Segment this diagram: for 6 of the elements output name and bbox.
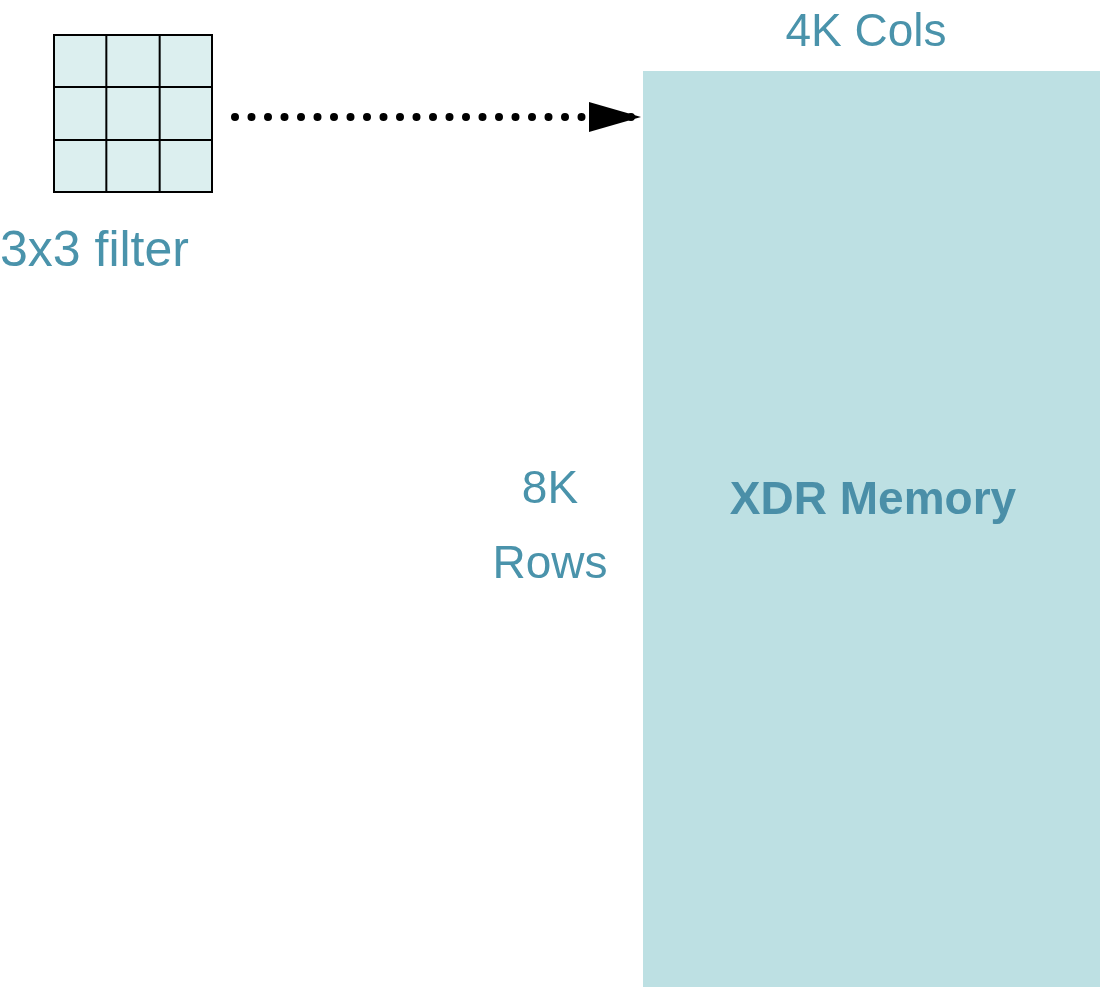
filter-grid	[53, 34, 213, 193]
caption-label: 3x3 filter	[0, 222, 190, 277]
memory-block	[643, 71, 1100, 987]
caption-label: 8K Rows	[491, 460, 609, 590]
memory-label: XDR Memory	[728, 471, 1018, 526]
caption-label: 4K Cols	[784, 5, 948, 56]
